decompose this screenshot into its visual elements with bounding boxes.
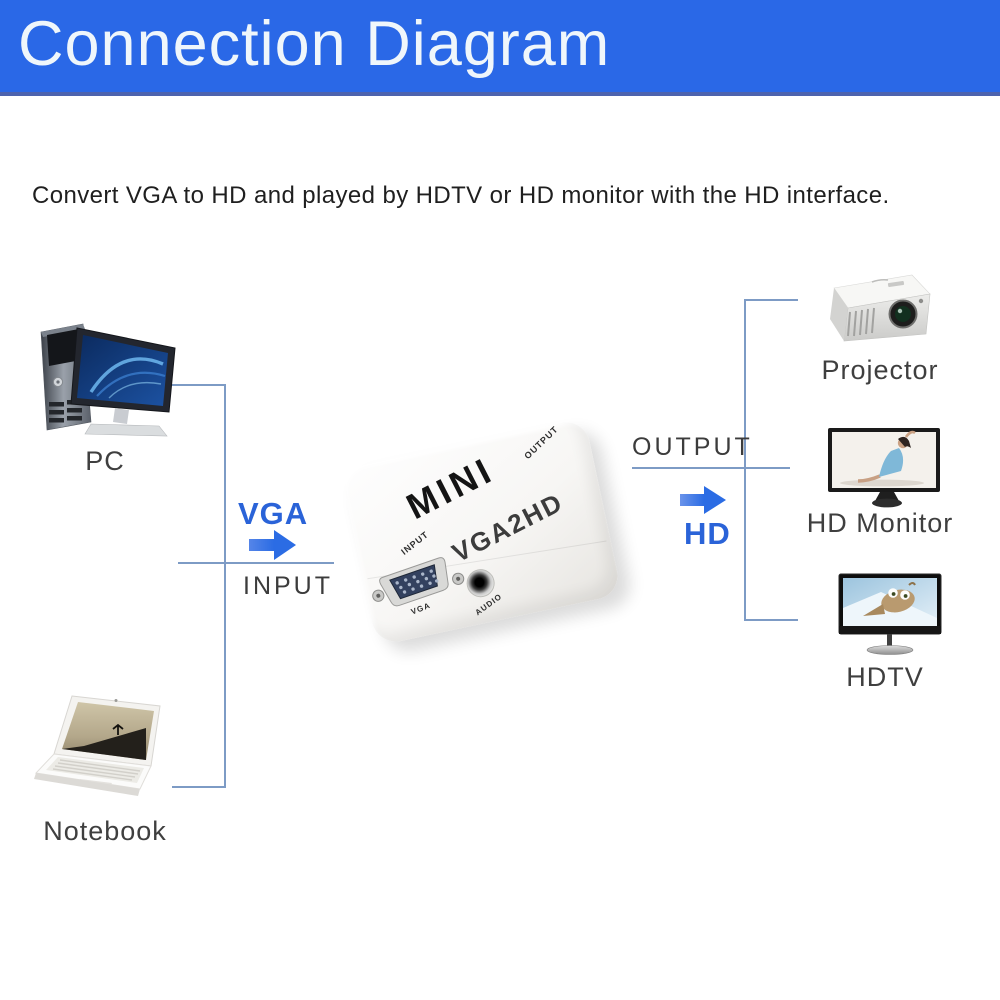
connector-notebook-branch bbox=[172, 786, 226, 788]
output-caption: OUTPUT bbox=[632, 433, 753, 461]
notebook-label: Notebook bbox=[43, 816, 167, 846]
hd-arrow-icon bbox=[680, 486, 726, 514]
connector-input-branch bbox=[178, 562, 334, 564]
vga2hd-converter-image: OUTPUT MINI VGA2HD INPUT VGA AUDIO bbox=[340, 417, 622, 647]
projector-image bbox=[830, 274, 931, 342]
connector-left-trunk bbox=[224, 384, 226, 788]
pc-image bbox=[40, 323, 176, 437]
converter-brand-text: MINI bbox=[399, 448, 501, 528]
projector-label: Projector bbox=[821, 355, 939, 385]
vga-arrow-icon bbox=[249, 530, 296, 560]
vga-port bbox=[372, 557, 465, 607]
connector-hdtv-branch bbox=[746, 619, 798, 621]
hdtv-label: HDTV bbox=[846, 662, 924, 692]
connector-output-branch bbox=[632, 467, 790, 469]
connector-right-trunk bbox=[744, 299, 746, 621]
converter-output-port-label: OUTPUT bbox=[522, 423, 561, 462]
hd-monitor-label: HD Monitor bbox=[806, 508, 954, 538]
hd-flow-label: HD bbox=[684, 516, 731, 551]
hd-monitor-image bbox=[828, 428, 940, 508]
connector-projector-branch bbox=[746, 299, 798, 301]
pc-label: PC bbox=[85, 446, 125, 476]
subtitle-text: Convert VGA to HD and played by HDTV or … bbox=[32, 182, 890, 209]
connector-pc-branch bbox=[172, 384, 226, 386]
page-title: Connection Diagram bbox=[18, 9, 611, 79]
notebook-image bbox=[34, 695, 161, 796]
title-bar: Connection Diagram bbox=[0, 0, 1000, 96]
vga-flow-label: VGA bbox=[238, 496, 309, 531]
hdtv-image bbox=[838, 573, 942, 655]
input-caption: INPUT bbox=[243, 572, 333, 600]
